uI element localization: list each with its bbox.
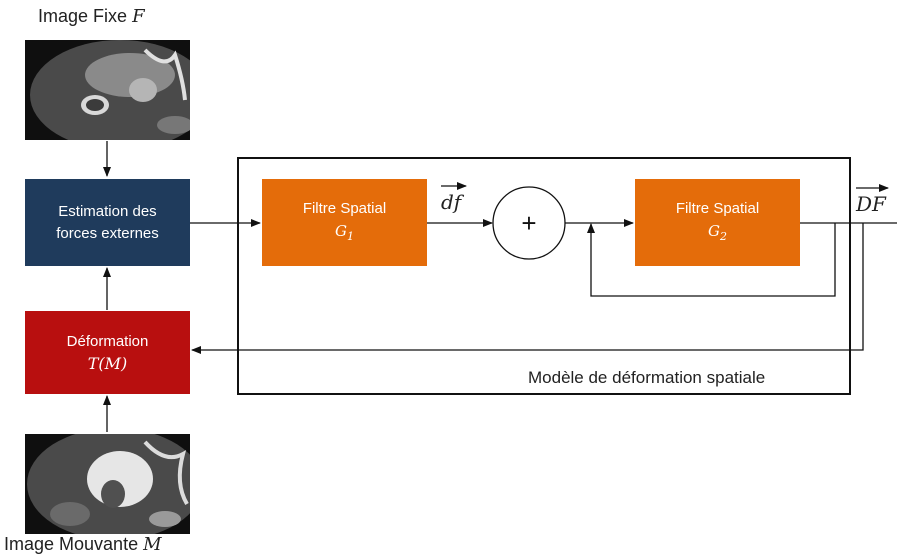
estimation-line1: Estimation des <box>58 202 157 220</box>
model-frame <box>237 157 851 395</box>
df-signal-label: df <box>441 190 462 214</box>
model-label: Modèle de déformation spatiale <box>528 368 766 387</box>
filter2-label: Filtre Spatial <box>675 199 760 217</box>
moving-image-thumbnail <box>25 434 190 534</box>
fixed-image-thumbnail <box>25 40 190 140</box>
sum-node <box>492 186 566 260</box>
arrow-output-to-deformation <box>191 223 864 354</box>
filter1-label: Filtre Spatial <box>302 199 387 217</box>
fixed-image-label: Image Fixe F <box>38 6 145 27</box>
feedback-loop <box>587 223 836 297</box>
filter1-box: Filtre Spatial G1 <box>262 179 427 266</box>
filter2-box: Filtre Spatial G2 <box>635 179 800 266</box>
filter2-symbol: G2 <box>708 221 727 243</box>
sum-symbol: + <box>521 208 536 238</box>
filter1-symbol: G1 <box>335 221 354 243</box>
DF-signal-label: DF <box>856 192 886 216</box>
estimation-line2: forces externes <box>56 224 159 242</box>
moving-image-label: Image Mouvante M <box>4 534 162 555</box>
deformation-box: Déformation T(M) <box>25 311 190 394</box>
deformation-symbol: T(M) <box>87 353 128 373</box>
deformation-line1: Déformation <box>66 332 149 350</box>
estimation-box: Estimation des forces externes <box>25 179 190 266</box>
